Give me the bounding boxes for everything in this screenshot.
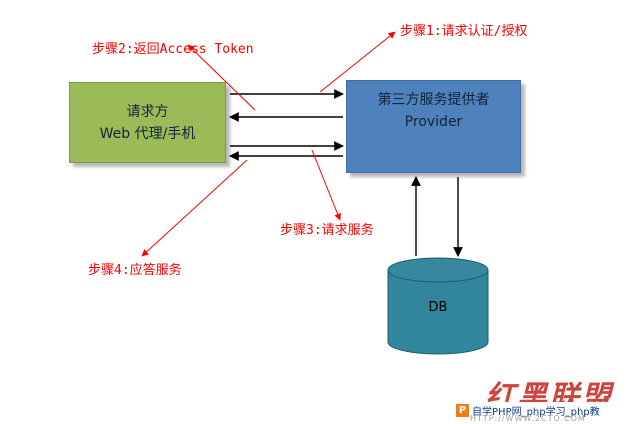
step1-label: 步骤1:请求认证/授权 — [400, 24, 528, 39]
db-cylinder — [387, 257, 489, 355]
provider-title: 第三方服务提供者 — [377, 92, 490, 108]
client-subtitle: Web 代理/手机 — [99, 125, 196, 142]
step3-label: 步骤3:请求服务 — [280, 223, 374, 238]
db-label: DB — [428, 300, 448, 315]
step2-label: 步骤2:返回Access Token — [92, 42, 254, 57]
client-title: 请求方 — [126, 103, 169, 120]
php-logo-icon: P — [456, 403, 469, 417]
callout-step1-arrow — [319, 31, 396, 93]
watermark-url: HTTP://WWW.2CTO.COM — [470, 414, 586, 423]
provider-box: 第三方服务提供者 Provider — [346, 80, 521, 173]
watermark-bar-text: 自学PHP网_php学习_php教 — [472, 406, 600, 418]
step4-label: 步骤4:应答服务 — [88, 263, 182, 278]
watermark-bar: P 自学PHP网_php学习_php教 — [456, 402, 626, 418]
callout-step3-arrow — [311, 149, 341, 221]
callout-step2-arrow — [187, 44, 256, 111]
callout-step4-arrow — [141, 159, 248, 257]
client-box: 请求方 Web 代理/手机 — [69, 82, 226, 163]
provider-subtitle: Provider — [404, 114, 463, 130]
